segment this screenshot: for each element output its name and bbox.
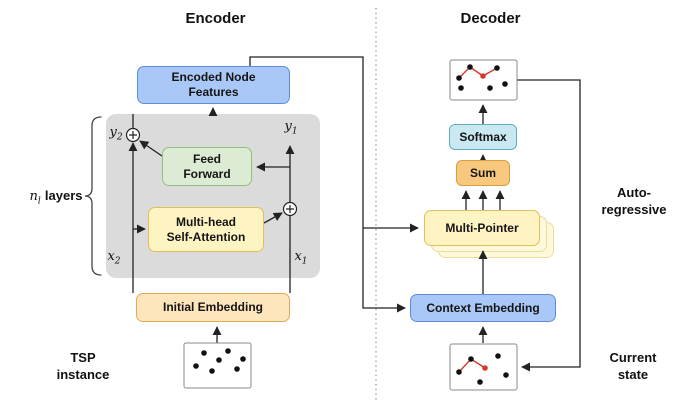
layers-count-label: nl layers	[29, 188, 83, 207]
context-embedding-box: Context Embedding	[410, 294, 556, 322]
softmax-box: Softmax	[449, 124, 517, 150]
initial-embedding-box: Initial Embedding	[136, 293, 290, 322]
sum-box: Sum	[456, 160, 510, 186]
tsp-instance-graphic	[183, 342, 252, 389]
current-state-graphic	[449, 343, 518, 391]
stream-label-y1: y1	[284, 119, 298, 137]
multi-head-self-attention-box: Multi-head Self-Attention	[148, 207, 264, 252]
feed-forward-box: Feed Forward	[162, 147, 252, 186]
current-state-label: Current state	[609, 350, 657, 382]
tsp-instance-label: TSP instance	[56, 350, 110, 382]
encoder-title: Encoder	[185, 10, 246, 27]
encoded-node-features-box: Encoded Node Features	[137, 66, 290, 104]
predicted-tour-graphic	[449, 59, 518, 101]
stream-label-y2: y2	[109, 125, 123, 143]
stream-label-x1: x1	[294, 249, 308, 267]
multi-pointer-box: Multi-Pointer	[424, 210, 540, 246]
stream-label-x2: x2	[107, 249, 121, 267]
layers-brace	[84, 116, 102, 276]
auto-regressive-label: Auto- regressive	[601, 185, 667, 217]
decoder-title: Decoder	[460, 10, 521, 27]
encoder-layer-block	[106, 114, 320, 278]
